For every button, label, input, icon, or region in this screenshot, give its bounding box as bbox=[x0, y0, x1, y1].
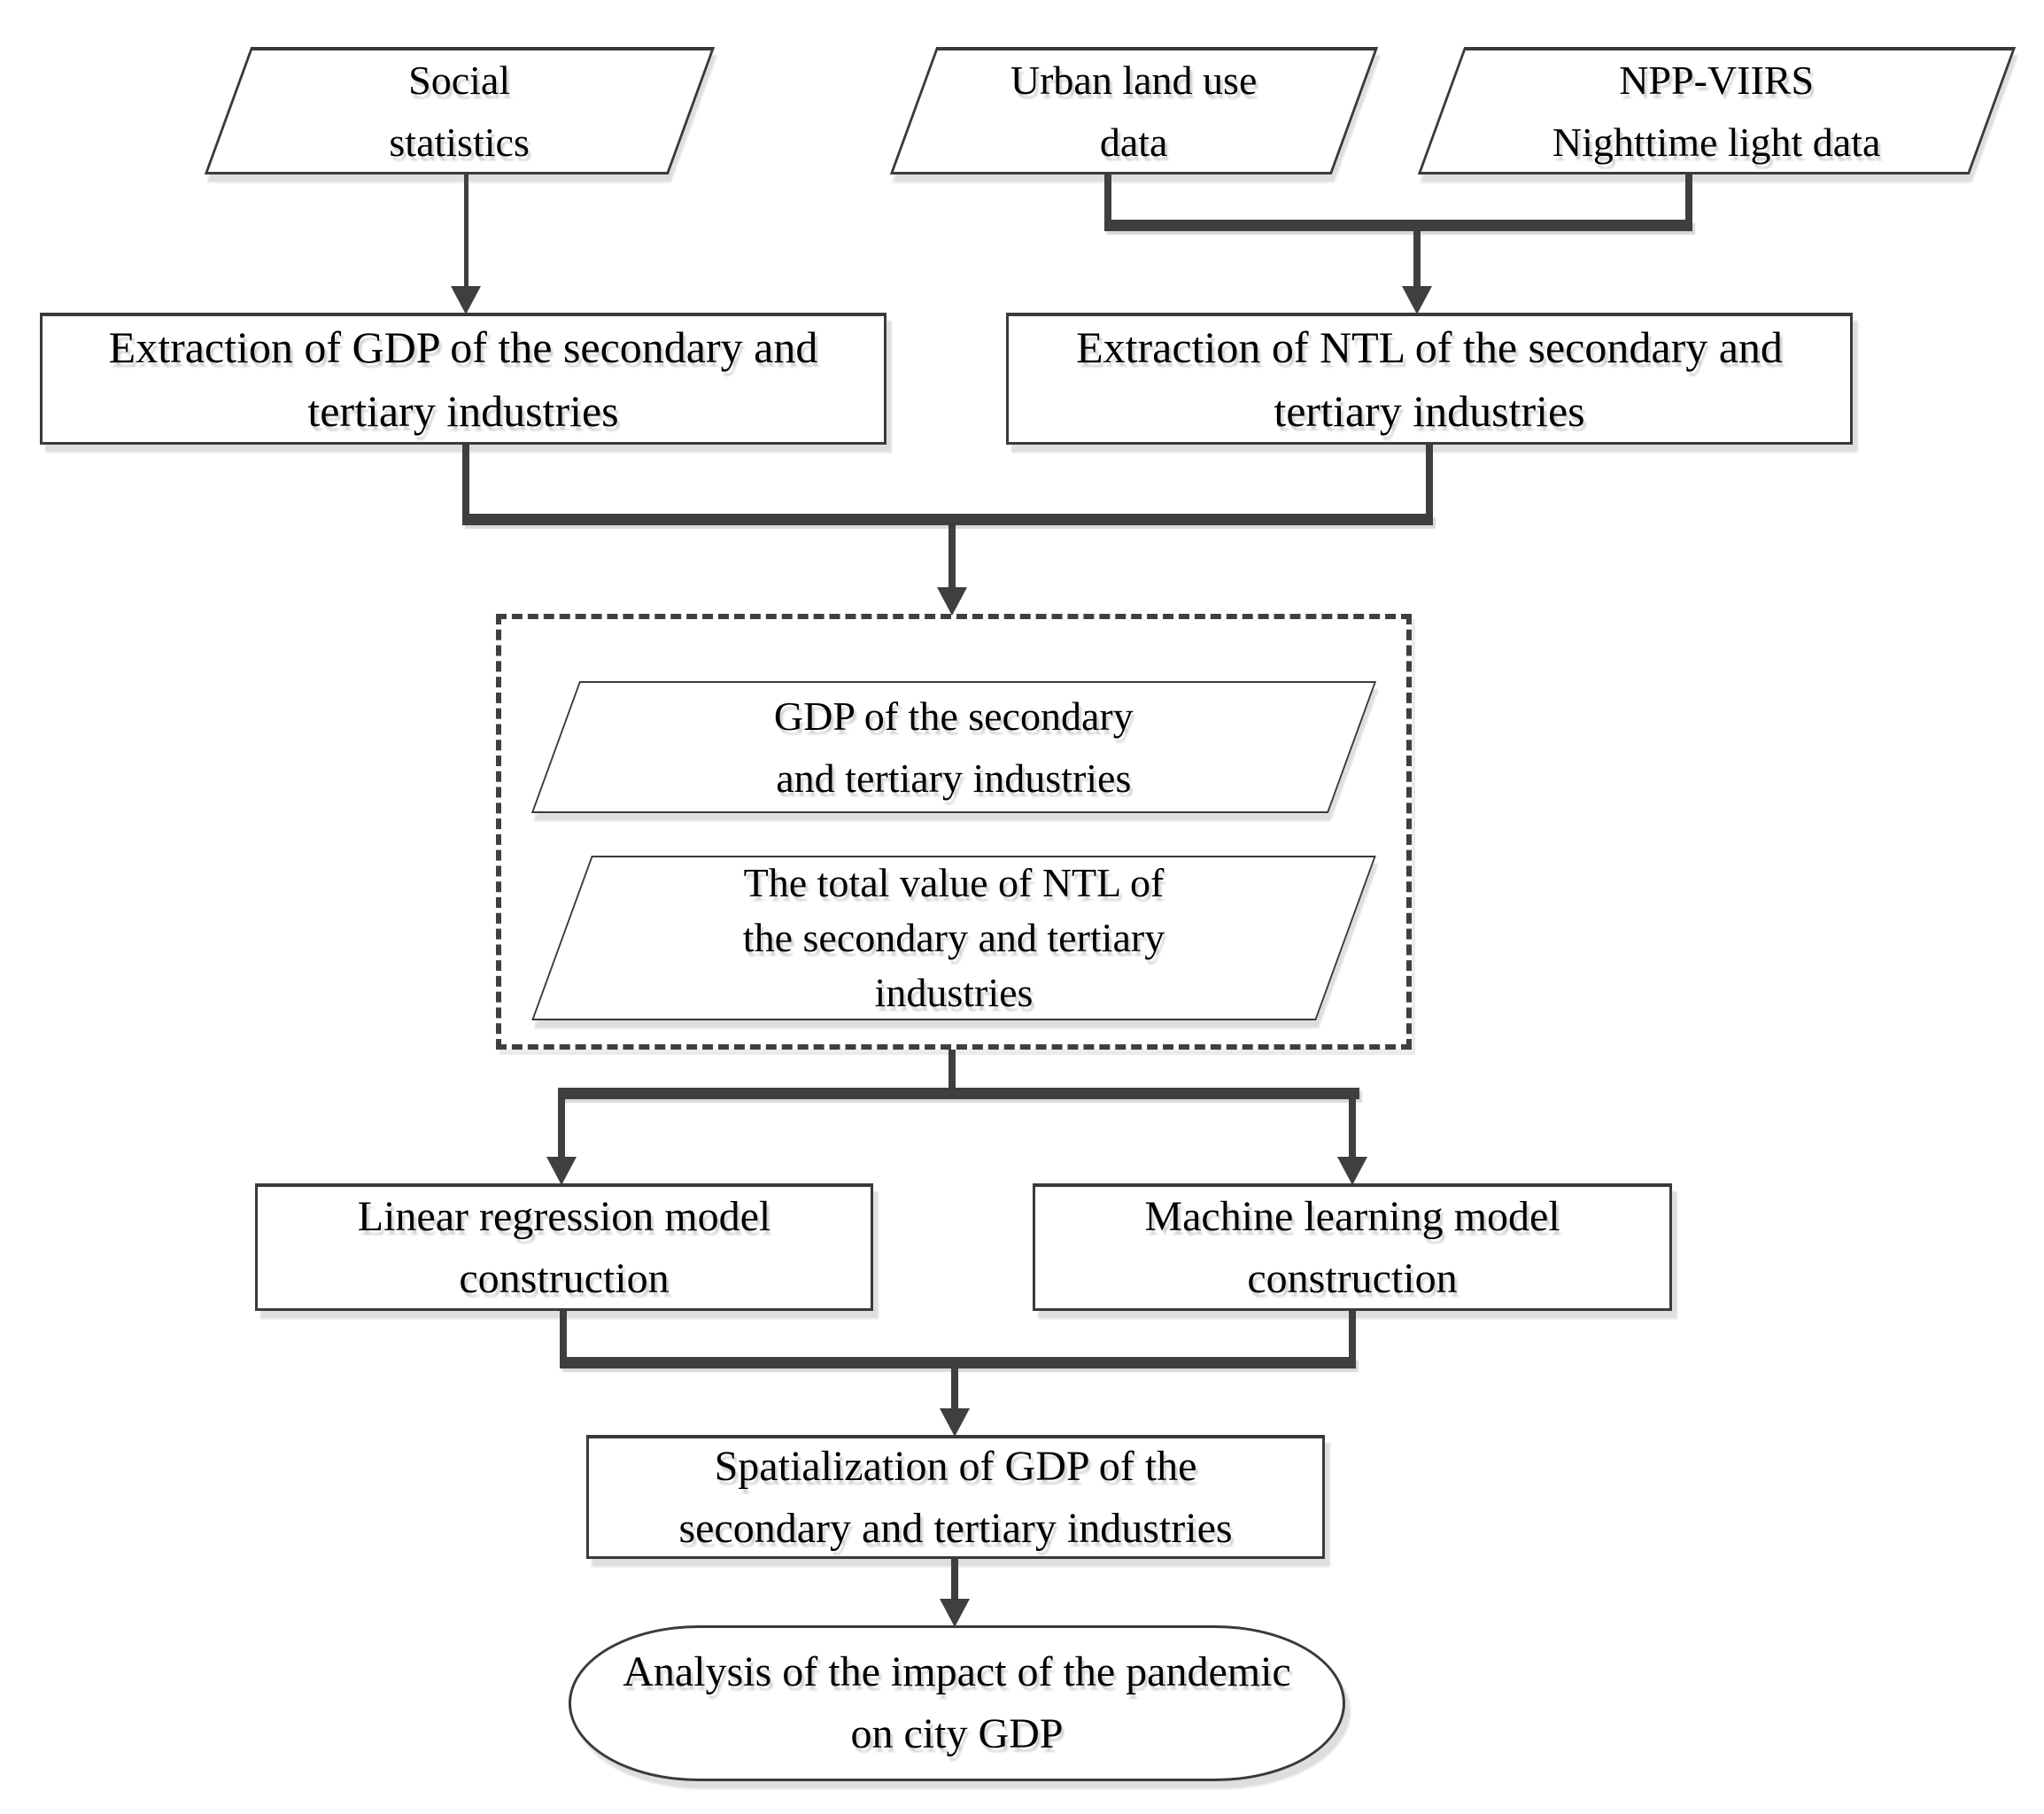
node-label: Spatialization of GDP of the secondary a… bbox=[678, 1436, 1232, 1560]
arrowhead-into-extract-gdp bbox=[451, 286, 481, 314]
text-line: Analysis of the impact of the pandemic bbox=[623, 1648, 1291, 1695]
node-linear-regression-model: Linear regression model construction bbox=[255, 1183, 873, 1311]
text-line: Urban land use bbox=[1010, 57, 1258, 103]
node-analysis-of-pandemic-impact: Analysis of the impact of the pandemic o… bbox=[569, 1625, 1345, 1781]
arrowhead-into-dataset bbox=[937, 587, 967, 616]
arrowhead-into-analysis bbox=[940, 1599, 970, 1627]
text-line: statistics bbox=[389, 119, 530, 165]
node-label: Extraction of NTL of the secondary and t… bbox=[1076, 315, 1783, 443]
node-ntl-total-value: The total value of NTL of the secondary … bbox=[531, 856, 1376, 1020]
text-line: GDP of the secondary bbox=[774, 693, 1134, 739]
connector-social-to-extract-gdp bbox=[464, 174, 468, 290]
text-line: and tertiary industries bbox=[776, 755, 1132, 801]
connector-spatialization-down bbox=[951, 1559, 958, 1601]
text-line: Linear regression model bbox=[357, 1192, 771, 1240]
node-extraction-of-ntl: Extraction of NTL of the secondary and t… bbox=[1006, 313, 1853, 445]
node-urban-land-use-data: Urban land use data bbox=[889, 47, 1379, 174]
text-line: construction bbox=[459, 1254, 670, 1302]
node-spatialization: Spatialization of GDP of the secondary a… bbox=[586, 1435, 1325, 1559]
merge-bar-extractions bbox=[462, 514, 1433, 525]
connector-to-ml-model bbox=[1349, 1097, 1356, 1159]
text-line: on city GDP bbox=[850, 1710, 1064, 1757]
connector-to-linear-model bbox=[558, 1097, 565, 1159]
text-line: The total value of NTL of bbox=[743, 860, 1165, 905]
node-label: Machine learning model construction bbox=[1144, 1186, 1560, 1310]
node-social-statistics: Social statistics bbox=[204, 47, 716, 174]
arrowhead-into-extract-ntl bbox=[1402, 286, 1432, 314]
group-combined-dataset bbox=[496, 614, 1412, 1050]
connector-urban-down bbox=[1104, 174, 1111, 228]
node-npp-viirs-nighttime-light-data: NPP-VIIRS Nighttime light data bbox=[1417, 47, 2017, 174]
text-line: Spatialization of GDP of the bbox=[714, 1442, 1197, 1490]
node-label: Linear regression model construction bbox=[358, 1186, 771, 1310]
text-line: NPP-VIIRS bbox=[1619, 57, 1815, 103]
connector-npp-down bbox=[1685, 174, 1692, 228]
text-line: construction bbox=[1247, 1254, 1458, 1302]
text-line: Extraction of GDP of the secondary and bbox=[108, 322, 818, 372]
node-label: Urban land use data bbox=[916, 50, 1352, 174]
text-line: tertiary industries bbox=[1274, 386, 1585, 436]
node-gdp-secondary-tertiary: GDP of the secondary and tertiary indust… bbox=[530, 681, 1377, 813]
connector-dataset-down bbox=[948, 1050, 956, 1097]
node-label: Social statistics bbox=[230, 50, 689, 174]
connector-linear-down bbox=[560, 1311, 567, 1364]
text-line: tertiary industries bbox=[307, 386, 619, 436]
arrowhead-into-linear-model bbox=[546, 1157, 577, 1185]
merge-bar-urban-npp bbox=[1104, 220, 1692, 231]
text-line: Extraction of NTL of the secondary and bbox=[1076, 322, 1783, 372]
text-line: Machine learning model bbox=[1144, 1192, 1560, 1240]
node-extraction-of-gdp: Extraction of GDP of the secondary and t… bbox=[40, 313, 887, 445]
node-label: GDP of the secondary and tertiary indust… bbox=[557, 686, 1351, 810]
split-bar-models bbox=[558, 1088, 1359, 1099]
arrowhead-into-ml-model bbox=[1337, 1157, 1367, 1185]
text-line: the secondary and tertiary bbox=[742, 915, 1165, 960]
node-label: Extraction of GDP of the secondary and t… bbox=[109, 315, 818, 443]
text-line: industries bbox=[874, 970, 1034, 1015]
node-label: Analysis of the impact of the pandemic o… bbox=[623, 1641, 1290, 1765]
connector-merged-to-extract-ntl bbox=[1413, 229, 1421, 289]
node-machine-learning-model: Machine learning model construction bbox=[1033, 1183, 1672, 1311]
connector-merged-to-dataset bbox=[948, 523, 956, 589]
text-line: Nighttime light data bbox=[1552, 119, 1881, 165]
connector-to-spatialization bbox=[951, 1366, 958, 1410]
arrowhead-into-spatialization bbox=[940, 1408, 970, 1437]
connector-extract-gdp-down bbox=[462, 445, 469, 523]
text-line: data bbox=[1100, 119, 1168, 165]
connector-extract-ntl-down bbox=[1426, 445, 1433, 523]
text-line: secondary and tertiary industries bbox=[678, 1504, 1233, 1552]
node-label: The total value of NTL of the secondary … bbox=[563, 856, 1344, 1020]
connector-ml-down bbox=[1349, 1311, 1356, 1364]
text-line: Social bbox=[408, 57, 511, 103]
merge-bar-models bbox=[560, 1357, 1356, 1368]
node-label: NPP-VIIRS Nighttime light data bbox=[1444, 50, 1990, 174]
